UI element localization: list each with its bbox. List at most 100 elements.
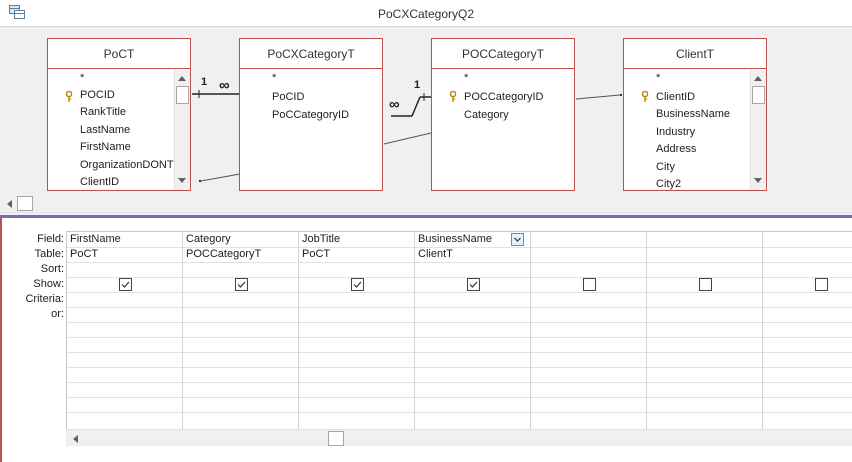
table-title[interactable]: POCCategoryT (432, 39, 574, 69)
grid-column[interactable] (763, 232, 852, 430)
scroll-down-button[interactable] (175, 173, 190, 189)
row-separator (67, 397, 852, 398)
field-item[interactable]: Category (464, 109, 509, 121)
show-checkbox[interactable] (467, 278, 480, 291)
row-label-criteria: Criteria: (25, 293, 64, 305)
field-item[interactable]: BusinessName (656, 108, 730, 120)
field-item[interactable]: Address (656, 143, 697, 155)
field-item[interactable]: ClientID (656, 91, 696, 103)
show-checkbox[interactable] (119, 278, 132, 291)
scroll-thumb[interactable] (752, 86, 765, 104)
table-cell[interactable]: POCCategoryT (186, 248, 262, 260)
show-checkbox[interactable] (235, 278, 248, 291)
grid-column[interactable]: Category POCCategoryT (183, 232, 299, 430)
join-line[interactable] (383, 132, 432, 145)
sort-cell[interactable] (415, 262, 530, 277)
scroll-thumb[interactable] (17, 196, 33, 211)
scroll-thumb[interactable] (328, 431, 344, 446)
field-cell[interactable] (531, 232, 646, 247)
relationship-lines (192, 90, 623, 183)
field-list-scrollbar[interactable] (174, 70, 190, 190)
field-item[interactable]: POCID (80, 89, 115, 101)
row-separator (67, 262, 852, 263)
field-cell[interactable] (763, 232, 852, 247)
scroll-left-button[interactable] (68, 431, 82, 446)
chevron-down-icon (754, 178, 762, 183)
chevron-down-icon (178, 178, 186, 183)
query-grid-pane: Field: Table: Sort: Show: Criteria: or: … (0, 218, 852, 462)
row-separator (67, 247, 852, 248)
table-box-poccategoryt[interactable]: POCCategoryT * POCCategoryID Category (431, 38, 575, 191)
scroll-up-button[interactable] (751, 71, 766, 87)
field-item[interactable]: City (656, 161, 675, 173)
row-separator (67, 412, 852, 413)
field-cell[interactable]: FirstName (70, 233, 121, 245)
table-box-pocxcategoryt[interactable]: PoCXCategoryT * PoCID PoCCategoryID (239, 38, 383, 191)
join-line[interactable] (200, 173, 241, 182)
pane-splitter[interactable] (0, 212, 852, 218)
field-dropdown-button[interactable] (511, 233, 524, 246)
table-title[interactable]: ClientT (624, 39, 766, 69)
grid-column[interactable]: JobTitle PoCT (299, 232, 415, 430)
field-item[interactable]: PoCID (272, 91, 305, 103)
field-cell[interactable]: BusinessName (418, 233, 492, 245)
field-item[interactable]: ClientID (80, 176, 120, 188)
grid-column[interactable] (531, 232, 647, 430)
field-item[interactable]: LastName (80, 124, 131, 136)
checkmark-icon (353, 281, 362, 288)
row-label-or: or: (51, 308, 64, 320)
show-checkbox[interactable] (815, 278, 828, 291)
show-checkbox[interactable] (583, 278, 596, 291)
field-item[interactable]: * (464, 72, 469, 84)
field-item[interactable]: Industry (656, 126, 696, 138)
table-cell[interactable]: PoCT (70, 248, 99, 260)
field-cell[interactable]: JobTitle (302, 233, 341, 245)
grid-column[interactable]: BusinessName ClientT (415, 232, 531, 430)
sort-cell[interactable] (67, 262, 182, 277)
row-separator (67, 337, 852, 338)
table-cell[interactable] (763, 247, 852, 262)
row-separator (67, 382, 852, 383)
field-cell[interactable] (647, 232, 762, 247)
table-cell[interactable]: PoCT (302, 248, 331, 260)
join-line[interactable] (575, 94, 621, 100)
scroll-down-button[interactable] (751, 173, 766, 189)
table-cell[interactable] (531, 247, 646, 262)
field-item[interactable]: RankTitle (80, 106, 127, 118)
show-checkbox[interactable] (699, 278, 712, 291)
grid-column[interactable] (647, 232, 763, 430)
design-pane-hscrollbar[interactable] (0, 195, 852, 212)
field-item[interactable]: PoCCategoryID (272, 109, 350, 121)
field-item[interactable]: * (272, 72, 277, 84)
row-label-table: Table: (34, 248, 64, 260)
grid-hscrollbar[interactable] (66, 429, 852, 446)
row-separator (67, 307, 852, 308)
field-list-scrollbar[interactable] (750, 70, 766, 190)
table-title[interactable]: PoCT (48, 39, 190, 69)
checkmark-icon (121, 281, 130, 288)
scroll-left-button[interactable] (2, 196, 16, 211)
field-item[interactable]: FirstName (80, 141, 131, 153)
query-design-icon[interactable] (9, 5, 25, 19)
chevron-left-icon (73, 435, 78, 443)
field-item[interactable]: OrganizationDONTU (80, 159, 175, 171)
table-title[interactable]: PoCXCategoryT (240, 39, 382, 69)
field-item[interactable]: POCCategoryID (464, 91, 544, 103)
scroll-up-button[interactable] (175, 71, 190, 87)
rel-one-label: 1 (414, 79, 421, 91)
grid-column[interactable]: FirstName PoCT (67, 232, 183, 430)
field-item[interactable]: City2 (656, 178, 682, 190)
checkmark-icon (237, 281, 246, 288)
field-cell[interactable]: Category (186, 233, 231, 245)
table-cell[interactable] (647, 247, 762, 262)
scroll-thumb[interactable] (176, 86, 189, 104)
table-box-poct[interactable]: PoCT * POCID RankTitle LastName FirstNam… (47, 38, 191, 191)
table-cell[interactable]: ClientT (418, 248, 453, 260)
table-box-clientt[interactable]: ClientT * ClientID BusinessName Industry… (623, 38, 767, 191)
field-item[interactable]: * (656, 72, 661, 84)
field-item[interactable]: * (80, 72, 85, 84)
join-line[interactable] (411, 96, 421, 117)
show-checkbox[interactable] (351, 278, 364, 291)
sort-cell[interactable] (183, 262, 298, 277)
sort-cell[interactable] (299, 262, 414, 277)
